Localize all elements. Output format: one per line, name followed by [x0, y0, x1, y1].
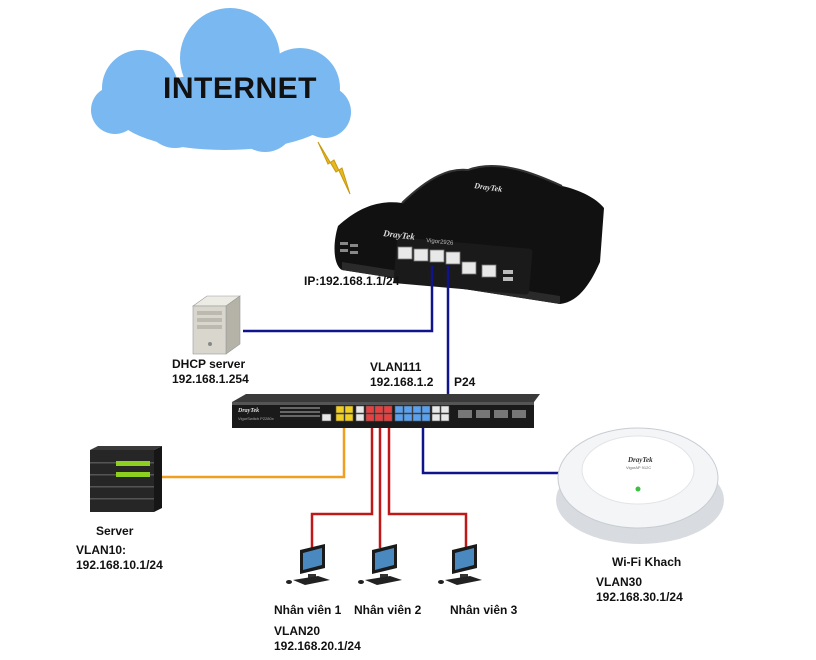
ap-brand-text: DrayTek [627, 456, 653, 464]
router-top-brand-text: DrayTek [473, 181, 503, 194]
link-dhcp-router [243, 266, 434, 333]
ap-vlan: VLAN30 [596, 575, 643, 589]
pc1-label: Nhân viên 1 [274, 603, 342, 617]
wireless-link-icon [317, 141, 351, 195]
switch-ip-label: 192.168.1.2 [370, 375, 434, 389]
switch-brand-text: DrayTek [237, 408, 259, 414]
pc2-label: Nhân viên 2 [354, 603, 422, 617]
switch-led-panel [280, 407, 320, 417]
switch-vlan-label: VLAN111 [370, 360, 422, 374]
router-brand-text: DrayTek [382, 228, 416, 242]
link-switch-server [162, 416, 346, 479]
ap-model-text: VigorAP 912C [626, 465, 651, 470]
switch-port-label: P24 [454, 375, 476, 389]
server-vlan: VLAN10: [76, 543, 127, 557]
access-point-icon: DrayTek VigorAP 912C [556, 427, 724, 544]
dhcp-server-name: DHCP server [172, 357, 246, 371]
internet-label: INTERNET [163, 72, 317, 105]
pc2-icon [358, 544, 402, 585]
ap-ip: 192.168.30.1/24 [596, 590, 683, 604]
dhcp-server-ip: 192.168.1.254 [172, 372, 249, 386]
staff-ip: 192.168.20.1/24 [274, 639, 361, 653]
dhcp-server-icon [192, 295, 241, 355]
pc3-icon [438, 544, 482, 585]
router-model-text: Vigor2926 [426, 238, 454, 247]
server-name: Server [96, 524, 134, 538]
link-switch-ap [421, 418, 566, 475]
link-switch-pc1 [310, 416, 374, 548]
switch-model-text: VigorSwitch P2280x [238, 416, 274, 421]
ap-name: Wi-Fi Khach [612, 555, 682, 569]
pc3-label: Nhân viên 3 [450, 603, 518, 617]
link-switch-pc3 [387, 416, 468, 548]
switch-device: DrayTek VigorSwitch P2280x [232, 394, 540, 428]
internet-cloud [91, 8, 351, 152]
pc1-icon [286, 544, 330, 585]
router-device: DrayTek DrayTek Vigor2926 [334, 165, 604, 304]
server-icon [90, 446, 162, 512]
router-ip-label: IP:192.168.1.1/24 [304, 274, 400, 288]
server-ip: 192.168.10.1/24 [76, 558, 163, 572]
staff-vlan: VLAN20 [274, 624, 321, 638]
links [162, 266, 566, 548]
